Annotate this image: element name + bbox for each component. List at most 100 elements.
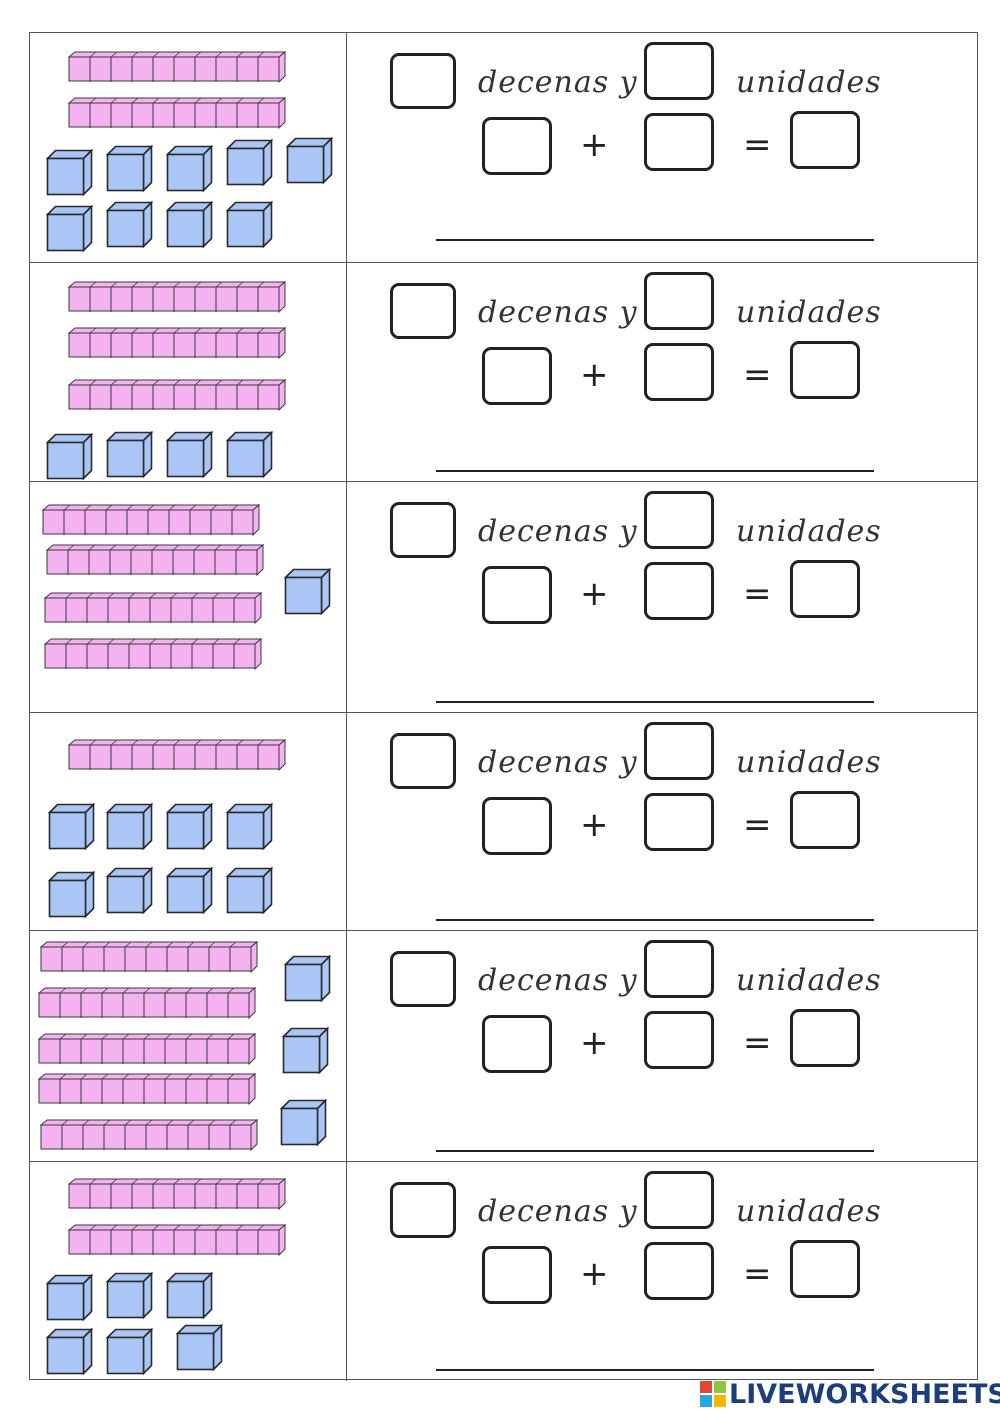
tens-label: decenas y: [478, 295, 638, 330]
unit-cube: [286, 137, 333, 184]
answer-line[interactable]: [436, 919, 874, 921]
plus-sign: +: [580, 125, 609, 165]
ten-rod: [38, 1073, 256, 1105]
unit-cube: [106, 1272, 153, 1319]
ten-rod: [44, 638, 262, 670]
ten-rod: [68, 97, 286, 129]
ten-rod: [38, 1033, 256, 1065]
tens-box[interactable]: [390, 283, 456, 339]
ten-rod: [40, 1119, 258, 1151]
tens-box[interactable]: [390, 733, 456, 789]
unit-cube: [46, 1274, 93, 1321]
answer-line[interactable]: [436, 1369, 874, 1371]
unit-cube: [48, 871, 95, 918]
units-box[interactable]: [644, 940, 714, 998]
base-ten-blocks: [30, 482, 347, 712]
equals-sign: =: [743, 805, 772, 845]
unit-cube: [284, 955, 331, 1002]
unit-cube: [226, 201, 273, 248]
answer-line[interactable]: [436, 239, 874, 241]
ten-rod: [44, 592, 262, 624]
addend-units-box[interactable]: [644, 1242, 714, 1300]
unit-cube: [166, 867, 213, 914]
ten-rod: [68, 327, 286, 359]
units-box[interactable]: [644, 272, 714, 330]
addend-tens-box[interactable]: [482, 1015, 552, 1073]
addend-units-box[interactable]: [644, 113, 714, 171]
base-ten-blocks: [30, 931, 347, 1161]
ten-rod: [68, 281, 286, 313]
worksheet-table: decenas y unidades + = decenas y unidades + = de…: [29, 32, 978, 1381]
exercise-row: decenas y unidades + =: [30, 263, 977, 482]
addend-tens-box[interactable]: [482, 1246, 552, 1304]
addend-tens-box[interactable]: [482, 347, 552, 405]
plus-sign: +: [580, 355, 609, 395]
base-ten-blocks: [30, 33, 347, 262]
ten-rod: [46, 544, 264, 576]
units-box[interactable]: [644, 722, 714, 780]
units-box[interactable]: [644, 491, 714, 549]
unit-cube: [106, 1328, 153, 1375]
answer-line[interactable]: [436, 1150, 874, 1152]
unit-cube: [226, 431, 273, 478]
unit-cube: [226, 139, 273, 186]
answer-area: decenas y unidades + =: [347, 263, 977, 481]
tens-box[interactable]: [390, 1182, 456, 1238]
liveworksheets-logo-icon: [700, 1381, 726, 1407]
unit-cube: [106, 145, 153, 192]
base-ten-blocks: [30, 713, 347, 930]
answer-line[interactable]: [436, 701, 874, 703]
brand-name: LIVEWORKSHEETS: [729, 1378, 1000, 1410]
units-label: unidades: [736, 1194, 882, 1229]
tens-box[interactable]: [390, 502, 456, 558]
unit-cube: [282, 1027, 329, 1074]
units-box[interactable]: [644, 42, 714, 100]
sum-box[interactable]: [790, 791, 860, 849]
addend-units-box[interactable]: [644, 343, 714, 401]
answer-line[interactable]: [436, 470, 874, 472]
sum-box[interactable]: [790, 560, 860, 618]
unit-cube: [176, 1324, 223, 1371]
unit-cube: [46, 149, 93, 196]
base-ten-blocks: [30, 263, 347, 481]
unit-cube: [48, 803, 95, 850]
ten-rod: [40, 941, 258, 973]
addend-tens-box[interactable]: [482, 117, 552, 175]
tens-label: decenas y: [478, 745, 638, 780]
unit-cube: [166, 145, 213, 192]
unit-cube: [106, 803, 153, 850]
unit-cube: [284, 568, 331, 615]
tens-box[interactable]: [390, 951, 456, 1007]
sum-box[interactable]: [790, 1009, 860, 1067]
plus-sign: +: [580, 1023, 609, 1063]
sum-box[interactable]: [790, 1240, 860, 1298]
units-label: unidades: [736, 514, 882, 549]
units-box[interactable]: [644, 1171, 714, 1229]
addend-units-box[interactable]: [644, 1011, 714, 1069]
liveworksheets-brand: LIVEWORKSHEETS: [700, 1378, 1000, 1410]
equals-sign: =: [743, 1023, 772, 1063]
ten-rod: [38, 987, 256, 1019]
tens-label: decenas y: [478, 514, 638, 549]
ten-rod: [68, 1224, 286, 1256]
unit-cube: [106, 431, 153, 478]
equals-sign: =: [743, 355, 772, 395]
addend-tens-box[interactable]: [482, 797, 552, 855]
sum-box[interactable]: [790, 341, 860, 399]
addend-units-box[interactable]: [644, 562, 714, 620]
tens-box[interactable]: [390, 53, 456, 109]
unit-cube: [46, 205, 93, 252]
units-label: unidades: [736, 65, 882, 100]
unit-cube: [106, 867, 153, 914]
unit-cube: [226, 867, 273, 914]
addend-units-box[interactable]: [644, 793, 714, 851]
units-label: unidades: [736, 295, 882, 330]
sum-box[interactable]: [790, 111, 860, 169]
ten-rod: [68, 51, 286, 83]
addend-tens-box[interactable]: [482, 566, 552, 624]
